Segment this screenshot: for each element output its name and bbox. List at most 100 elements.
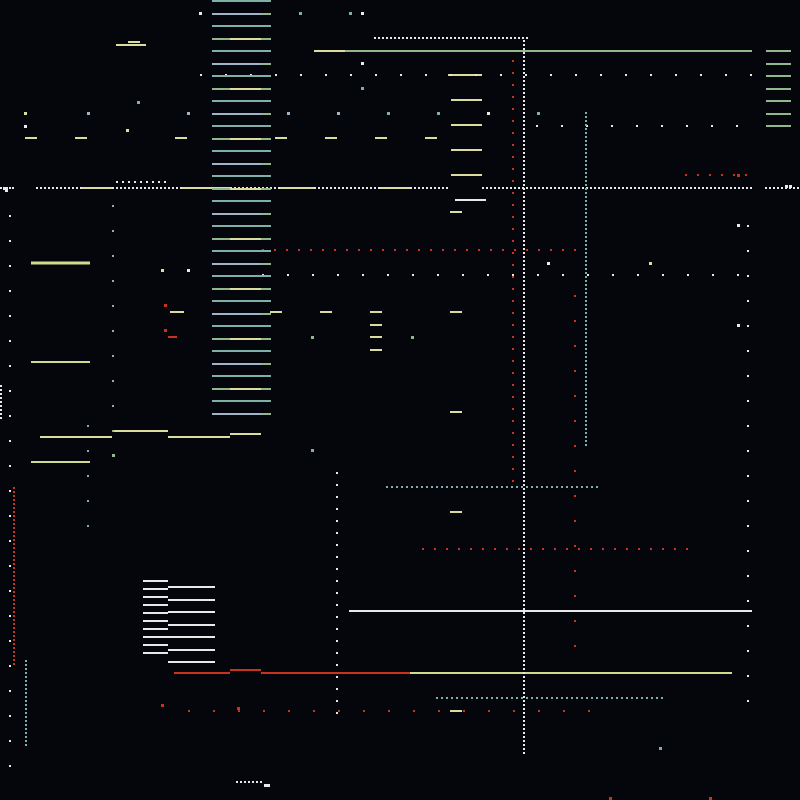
dot: [456, 486, 458, 488]
stripe: [230, 125, 261, 127]
stripe: [143, 596, 168, 598]
dot: [654, 187, 656, 189]
dot: [350, 74, 352, 76]
dot: [9, 415, 11, 417]
stripe: [230, 388, 261, 390]
dot: [636, 697, 638, 699]
stripe: [212, 338, 230, 340]
dot: [512, 216, 514, 218]
dot: [526, 187, 528, 189]
dot: [156, 187, 158, 189]
dot: [13, 563, 15, 565]
speck-marks: [3, 12, 792, 800]
dot: [523, 692, 525, 694]
dot: [622, 187, 624, 189]
dot: [87, 475, 89, 477]
stripe: [168, 586, 215, 588]
stripe: [212, 163, 230, 165]
dot: [686, 187, 688, 189]
dot: [391, 486, 393, 488]
speck-8: [187, 112, 190, 115]
dot: [523, 620, 525, 622]
dot: [9, 640, 11, 642]
stripe: [212, 288, 230, 290]
dot: [494, 37, 496, 39]
dot: [585, 348, 587, 350]
dot: [491, 486, 493, 488]
dot: [523, 80, 525, 82]
speck-23: [411, 336, 414, 339]
dot: [461, 697, 463, 699]
dot: [322, 187, 324, 189]
dot: [436, 486, 438, 488]
dot: [512, 360, 514, 362]
stripe: [212, 125, 230, 127]
dot: [518, 37, 520, 39]
dot: [747, 250, 749, 252]
dot: [441, 486, 443, 488]
dot: [523, 124, 525, 126]
dot: [523, 320, 525, 322]
dot: [585, 220, 587, 222]
dot: [793, 187, 795, 189]
dot: [523, 172, 525, 174]
dot: [523, 560, 525, 562]
dot: [25, 680, 27, 682]
stripe: [143, 620, 168, 622]
dot: [566, 697, 568, 699]
dot: [390, 37, 392, 39]
dot: [747, 700, 749, 702]
dot: [523, 652, 525, 654]
dot: [523, 604, 525, 606]
dot: [478, 249, 480, 251]
dot: [298, 249, 300, 251]
dot: [581, 697, 583, 699]
speck-25: [112, 454, 115, 457]
dot: [747, 425, 749, 427]
dot: [601, 697, 603, 699]
dot: [442, 37, 444, 39]
dot: [386, 37, 388, 39]
dot: [662, 274, 664, 276]
dot: [523, 56, 525, 58]
dot: [13, 643, 15, 645]
dot: [797, 187, 799, 189]
dot: [611, 697, 613, 699]
dot: [523, 92, 525, 94]
stripe: [261, 300, 271, 302]
speck-20: [164, 304, 167, 307]
dot: [112, 305, 114, 307]
dot: [523, 220, 525, 222]
dot: [87, 500, 89, 502]
dot: [80, 187, 82, 189]
dot: [574, 620, 576, 622]
dot: [482, 187, 484, 189]
dot: [556, 697, 558, 699]
dot: [9, 565, 11, 567]
dot: [512, 348, 514, 350]
dot: [336, 520, 338, 522]
dot: [585, 432, 587, 434]
stripe: [230, 325, 261, 327]
dot: [712, 274, 714, 276]
dot: [52, 187, 54, 189]
dot: [337, 274, 339, 276]
dot: [585, 256, 587, 258]
dot: [523, 40, 525, 42]
dot: [585, 332, 587, 334]
stripe: [230, 100, 261, 102]
dot: [523, 364, 525, 366]
dot: [9, 340, 11, 342]
stripe: [230, 238, 261, 240]
dot: [512, 372, 514, 374]
dot: [542, 548, 544, 550]
dot: [666, 187, 668, 189]
dot: [9, 490, 11, 492]
dot: [13, 635, 15, 637]
dot: [418, 187, 420, 189]
dot: [512, 156, 514, 158]
dot: [554, 548, 556, 550]
stripe: [168, 611, 215, 613]
dot: [502, 249, 504, 251]
stripe: [261, 213, 271, 215]
